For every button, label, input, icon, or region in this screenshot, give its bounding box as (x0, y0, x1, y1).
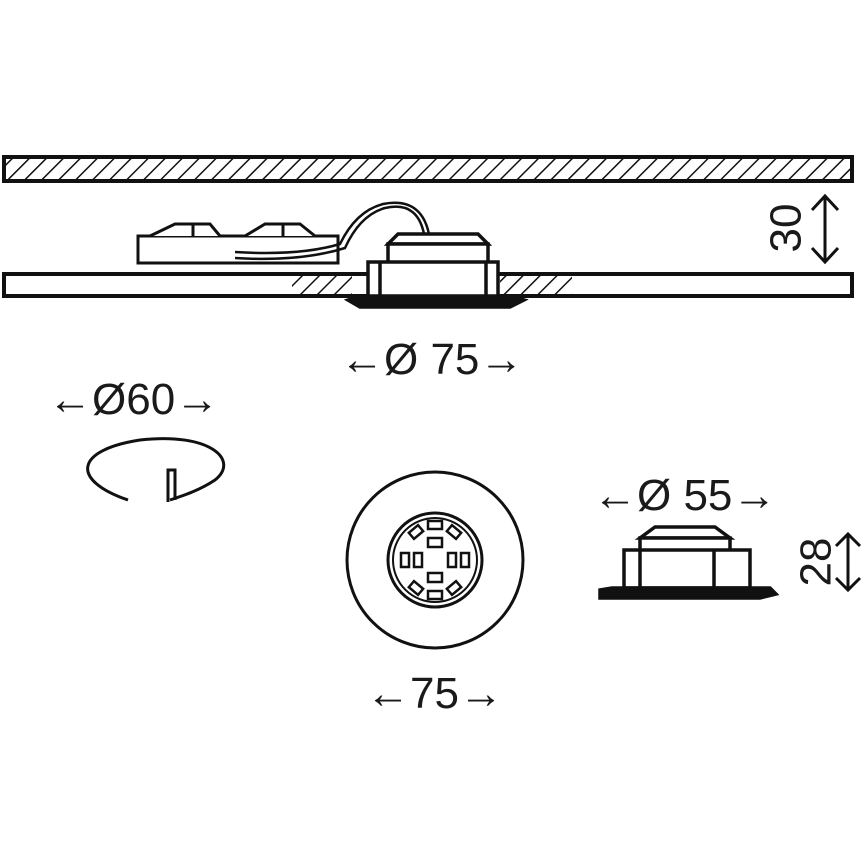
front-diameter-label: ←75→ (366, 669, 503, 718)
module-diameter-label: ←Ø 55→ (593, 471, 777, 520)
led-chips (399, 519, 471, 601)
cable (234, 201, 432, 261)
module-side-view (598, 525, 780, 600)
module-height-label: 28 (791, 537, 841, 587)
installation-height-label: 30 (761, 203, 811, 253)
spring-clip (86, 437, 226, 502)
cutout-diameter-label: ←Ø 75→ (340, 335, 524, 384)
height-28-arrow (834, 531, 862, 593)
spring-diameter-label: ←Ø60→ (48, 375, 220, 424)
height-30-arrow (810, 193, 840, 265)
led-module-installed (343, 232, 529, 309)
front-view (345, 470, 525, 650)
ceiling-slab (2, 155, 854, 183)
